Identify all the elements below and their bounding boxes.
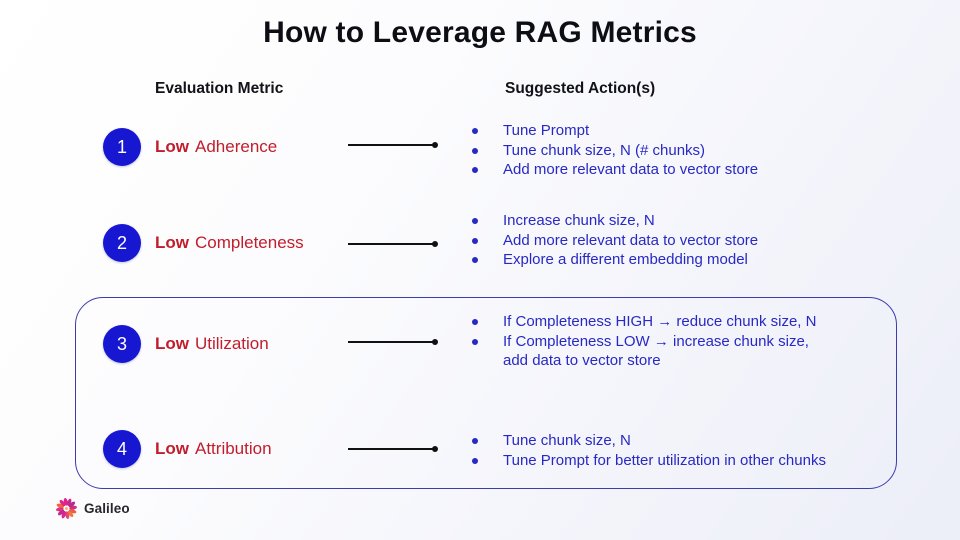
action-item: If Completeness HIGH → reduce chunk size… [465,312,895,332]
column-header-evaluation-metric: Evaluation Metric [155,80,284,97]
actions-list: Tune Prompt Tune chunk size, N (# chunks… [465,121,895,180]
action-item: Tune chunk size, N (# chunks) [465,141,895,161]
metric-label-name: Utilization [195,334,269,353]
action-item: Add more relevant data to vector store [465,231,895,251]
action-item: Increase chunk size, N [465,211,895,231]
connector-arrow [348,241,438,247]
connector-dot [432,339,438,345]
row-number-badge: 2 [103,224,141,262]
row-number-badge: 3 [103,325,141,363]
actions-list: If Completeness HIGH → reduce chunk size… [465,312,895,371]
metric-label-name: Adherence [195,137,278,156]
action-item: Add more relevant data to vector store [465,160,895,180]
connector-arrow [348,142,438,148]
connector-arrow [348,339,438,345]
metric-label-name: Attribution [195,439,272,458]
column-header-suggested-actions: Suggested Action(s) [505,80,656,97]
connector-arrow [348,446,438,452]
metric-label-name: Completeness [195,233,304,252]
action-item: Explore a different embedding model [465,250,895,270]
connector-dot [432,241,438,247]
actions-list: Increase chunk size, N Add more relevant… [465,211,895,270]
action-item: If Completeness LOW → increase chunk siz… [465,332,825,371]
galileo-swirl-icon [56,498,77,519]
action-item: Tune Prompt for better utilization in ot… [465,451,895,471]
action-item: Tune Prompt [465,121,895,141]
row-number-badge: 1 [103,128,141,166]
row-number-badge: 4 [103,430,141,468]
page-title: How to Leverage RAG Metrics [263,16,697,49]
galileo-logo-text: Galileo [84,501,130,516]
metric-label-emphasis: Low [155,137,189,156]
metric-label-emphasis: Low [155,233,189,252]
connector-dot [432,142,438,148]
metric-label: Low Utilization [155,325,269,363]
connector-dot [432,446,438,452]
metric-label: Low Completeness [155,224,304,262]
metric-label: Low Adherence [155,128,277,166]
action-item: Tune chunk size, N [465,431,895,451]
metric-label: Low Attribution [155,430,272,468]
metric-label-emphasis: Low [155,334,189,353]
actions-list: Tune chunk size, N Tune Prompt for bette… [465,431,895,470]
metric-label-emphasis: Low [155,439,189,458]
galileo-logo: Galileo [56,498,130,519]
